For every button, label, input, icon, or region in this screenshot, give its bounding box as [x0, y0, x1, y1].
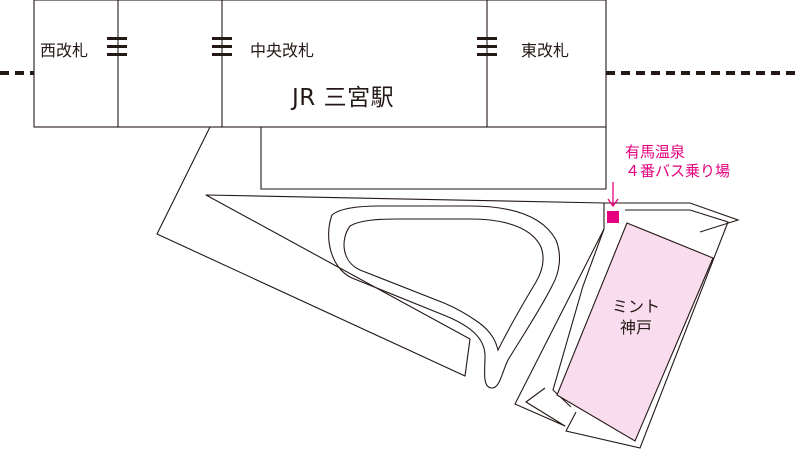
bus-terminal-outline	[156, 126, 605, 427]
east-gate-label: 東改札	[521, 41, 570, 60]
bus-stop-marker-icon	[607, 211, 619, 223]
loop-road-inner	[343, 218, 544, 352]
building-line1: ミント	[612, 297, 661, 316]
central-gate-label: 中央改札	[250, 41, 315, 60]
bus-stop-label: 有馬温泉 ４番バス乗り場	[625, 143, 730, 181]
building-line2: 神戸	[620, 318, 653, 337]
station-forecourt	[260, 127, 607, 190]
central-gate-icon	[212, 37, 232, 56]
east-gate-icon	[477, 37, 497, 56]
west-gate-icon	[107, 37, 127, 56]
loop-road-outer	[328, 205, 561, 389]
down-arrow-icon	[607, 182, 619, 208]
walkway-right-edge	[565, 209, 729, 449]
walkway-strip	[604, 202, 740, 233]
building-label: ミント 神戸	[612, 296, 660, 338]
station-name: JR 三宮駅	[292, 85, 395, 111]
bus-stop-line2: ４番バス乗り場	[625, 162, 731, 180]
west-gate-label: 西改札	[40, 41, 89, 60]
station-building	[33, 0, 607, 128]
bus-stop-line1: 有馬温泉	[625, 143, 686, 161]
mint-kobe-building	[556, 222, 714, 442]
